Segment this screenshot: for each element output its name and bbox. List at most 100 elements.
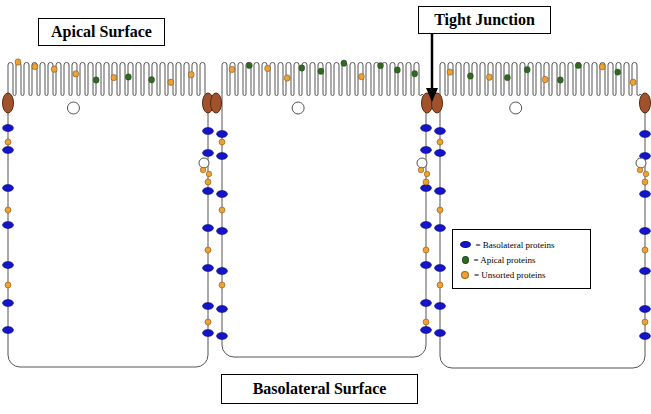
basolateral-protein [217,191,228,198]
basolateral-protein [203,225,214,232]
unsorted-protein [642,179,648,185]
unsorted-protein [219,282,225,288]
tight-junction [640,93,651,113]
basolateral-protein [435,128,446,135]
basolateral-protein [3,185,14,192]
basolateral-protein [421,262,432,269]
apical-protein [378,62,384,68]
unsorted-protein [111,74,117,80]
basolateral-protein [421,222,432,229]
unsorted-protein [205,179,211,185]
unsorted-protein [643,171,649,177]
box-label: Basolateral Surface [253,380,387,398]
unsorted-protein [437,139,443,145]
legend-row: = Unsorted proteins [459,267,590,282]
unsorted-protein [265,65,271,71]
unsorted-protein [15,59,21,65]
unsorted-protein [5,207,11,213]
basolateral-protein [217,228,228,235]
basolateral-protein [3,125,14,132]
unsorted-protein [229,66,235,72]
basolateral-protein [421,125,432,132]
apical-protein [341,60,347,66]
tight-junction [3,93,14,113]
unsorted-protein [219,139,225,145]
leader-arrow [431,34,434,92]
basolateral-protein [217,333,228,340]
apical-protein [524,67,530,73]
unsorted-protein [200,167,206,173]
label-box: Apical Surface [38,18,165,46]
arrow-head [426,88,438,102]
basolateral-protein [217,268,228,275]
basolateral-protein [203,330,214,337]
basolateral-protein [203,303,214,310]
cell-membrane [8,63,208,368]
basolateral-protein [435,303,446,310]
legend-text: = Basolateral proteins [476,240,555,250]
vesicle [67,102,79,114]
basolateral-protein [640,228,651,235]
basolateral-protein [421,185,432,192]
vesicle [636,158,646,168]
apical-protein [615,69,621,75]
apical-protein [467,73,473,79]
apical-protein [557,77,563,83]
basolateral-protein [3,327,14,334]
basolateral-protein [640,333,651,340]
unsorted-protein [206,171,212,177]
tight-junction [211,93,222,113]
unsorted-protein [423,247,429,253]
unsorted-protein [423,179,429,185]
basolateral-protein [421,327,432,334]
basolateral-protein [435,188,446,195]
apical-protein [394,67,400,73]
basolateral-protein [3,300,14,307]
unsorted-protein [424,171,430,177]
unsorted-protein [358,73,364,79]
basolateral-protein [217,131,228,138]
unsorted-protein [599,64,605,70]
vesicle [199,158,209,168]
unsorted-protein [642,319,648,325]
legend-row: = Apical proteins [459,252,590,267]
apical-protein [93,77,99,83]
apical-protein [246,62,252,68]
apical-protein [318,68,324,74]
unsorted-protein [437,207,443,213]
apical-protein [299,65,305,71]
box-label: Apical Surface [51,23,152,41]
basolateral-protein [3,262,14,269]
unsorted-protein [73,71,79,77]
vesicle [417,158,427,168]
basolateral-protein [3,147,14,154]
basolateral-protein [203,188,214,195]
unsorted-protein [542,76,548,82]
basolateral-protein [421,300,432,307]
basolateral-protein [640,268,651,275]
unsorted-protein [423,319,429,325]
unsorted-protein [205,319,211,325]
basolateral-protein [640,131,651,138]
apical-protein [149,77,155,83]
unsorted-protein [51,66,57,72]
legend-swatch [460,241,471,248]
basolateral-protein [435,265,446,272]
basolateral-protein [203,150,214,157]
unsorted-protein [32,63,38,69]
legend-text: = Unsorted proteins [474,270,546,280]
unsorted-protein [418,167,424,173]
basolateral-protein [640,306,651,313]
box-label: Tight Junction [434,11,535,29]
legend-row: = Basolateral proteins [459,237,590,252]
basolateral-protein [435,225,446,232]
unsorted-protein [486,74,492,80]
cell-membrane [222,63,426,358]
unsorted-protein [447,69,453,75]
legend-swatch [462,256,469,264]
legend-swatch [461,271,469,279]
basolateral-protein [217,306,228,313]
apical-protein [125,74,131,80]
